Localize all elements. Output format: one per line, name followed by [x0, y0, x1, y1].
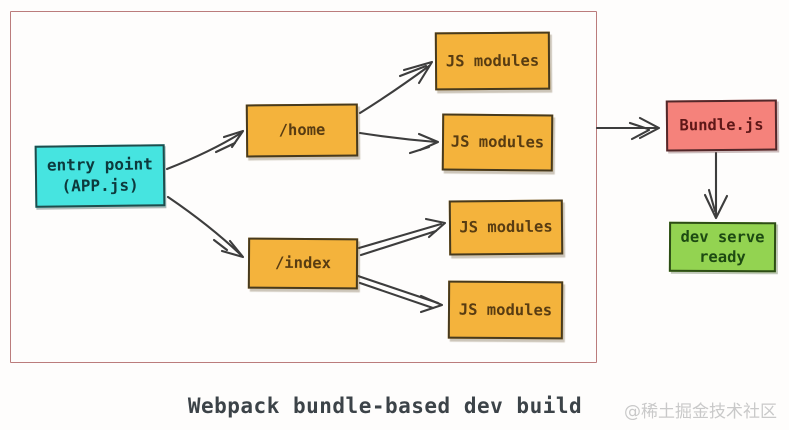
diagram-caption: Webpack bundle-based dev build — [187, 394, 583, 418]
node-bundle-js: Bundle.js — [665, 99, 778, 152]
node-dev-serve-ready: dev serve ready — [668, 221, 777, 273]
node-bundle-js-label: Bundle.js — [679, 116, 764, 135]
node-js-modules-2: JS modules — [441, 113, 554, 172]
node-entry-point-label: entry point (APP.js) — [46, 154, 153, 196]
arrow-bundle-to-devserve — [703, 151, 729, 220]
node-js-modules-3: JS modules — [448, 199, 564, 256]
node-route-home: /home — [245, 103, 359, 158]
node-dev-serve-ready-label: dev serve ready — [680, 227, 765, 267]
arrow-frame-to-bundle — [595, 116, 661, 141]
node-js-modules-3-label: JS modules — [459, 218, 553, 237]
node-route-index: /index — [247, 237, 359, 290]
watermark-text: @稀土掘金技术社区 — [624, 402, 777, 422]
node-entry-point: entry point (APP.js) — [34, 144, 166, 208]
node-js-modules-2-label: JS modules — [450, 133, 545, 152]
node-js-modules-1-label: JS modules — [445, 51, 540, 71]
diagram-frame — [10, 11, 597, 363]
node-js-modules-4-label: JS modules — [458, 300, 553, 320]
node-js-modules-4: JS modules — [447, 280, 564, 340]
node-route-index-label: /index — [274, 254, 332, 273]
node-route-home-label: /home — [278, 121, 326, 140]
node-js-modules-1: JS modules — [434, 31, 551, 91]
